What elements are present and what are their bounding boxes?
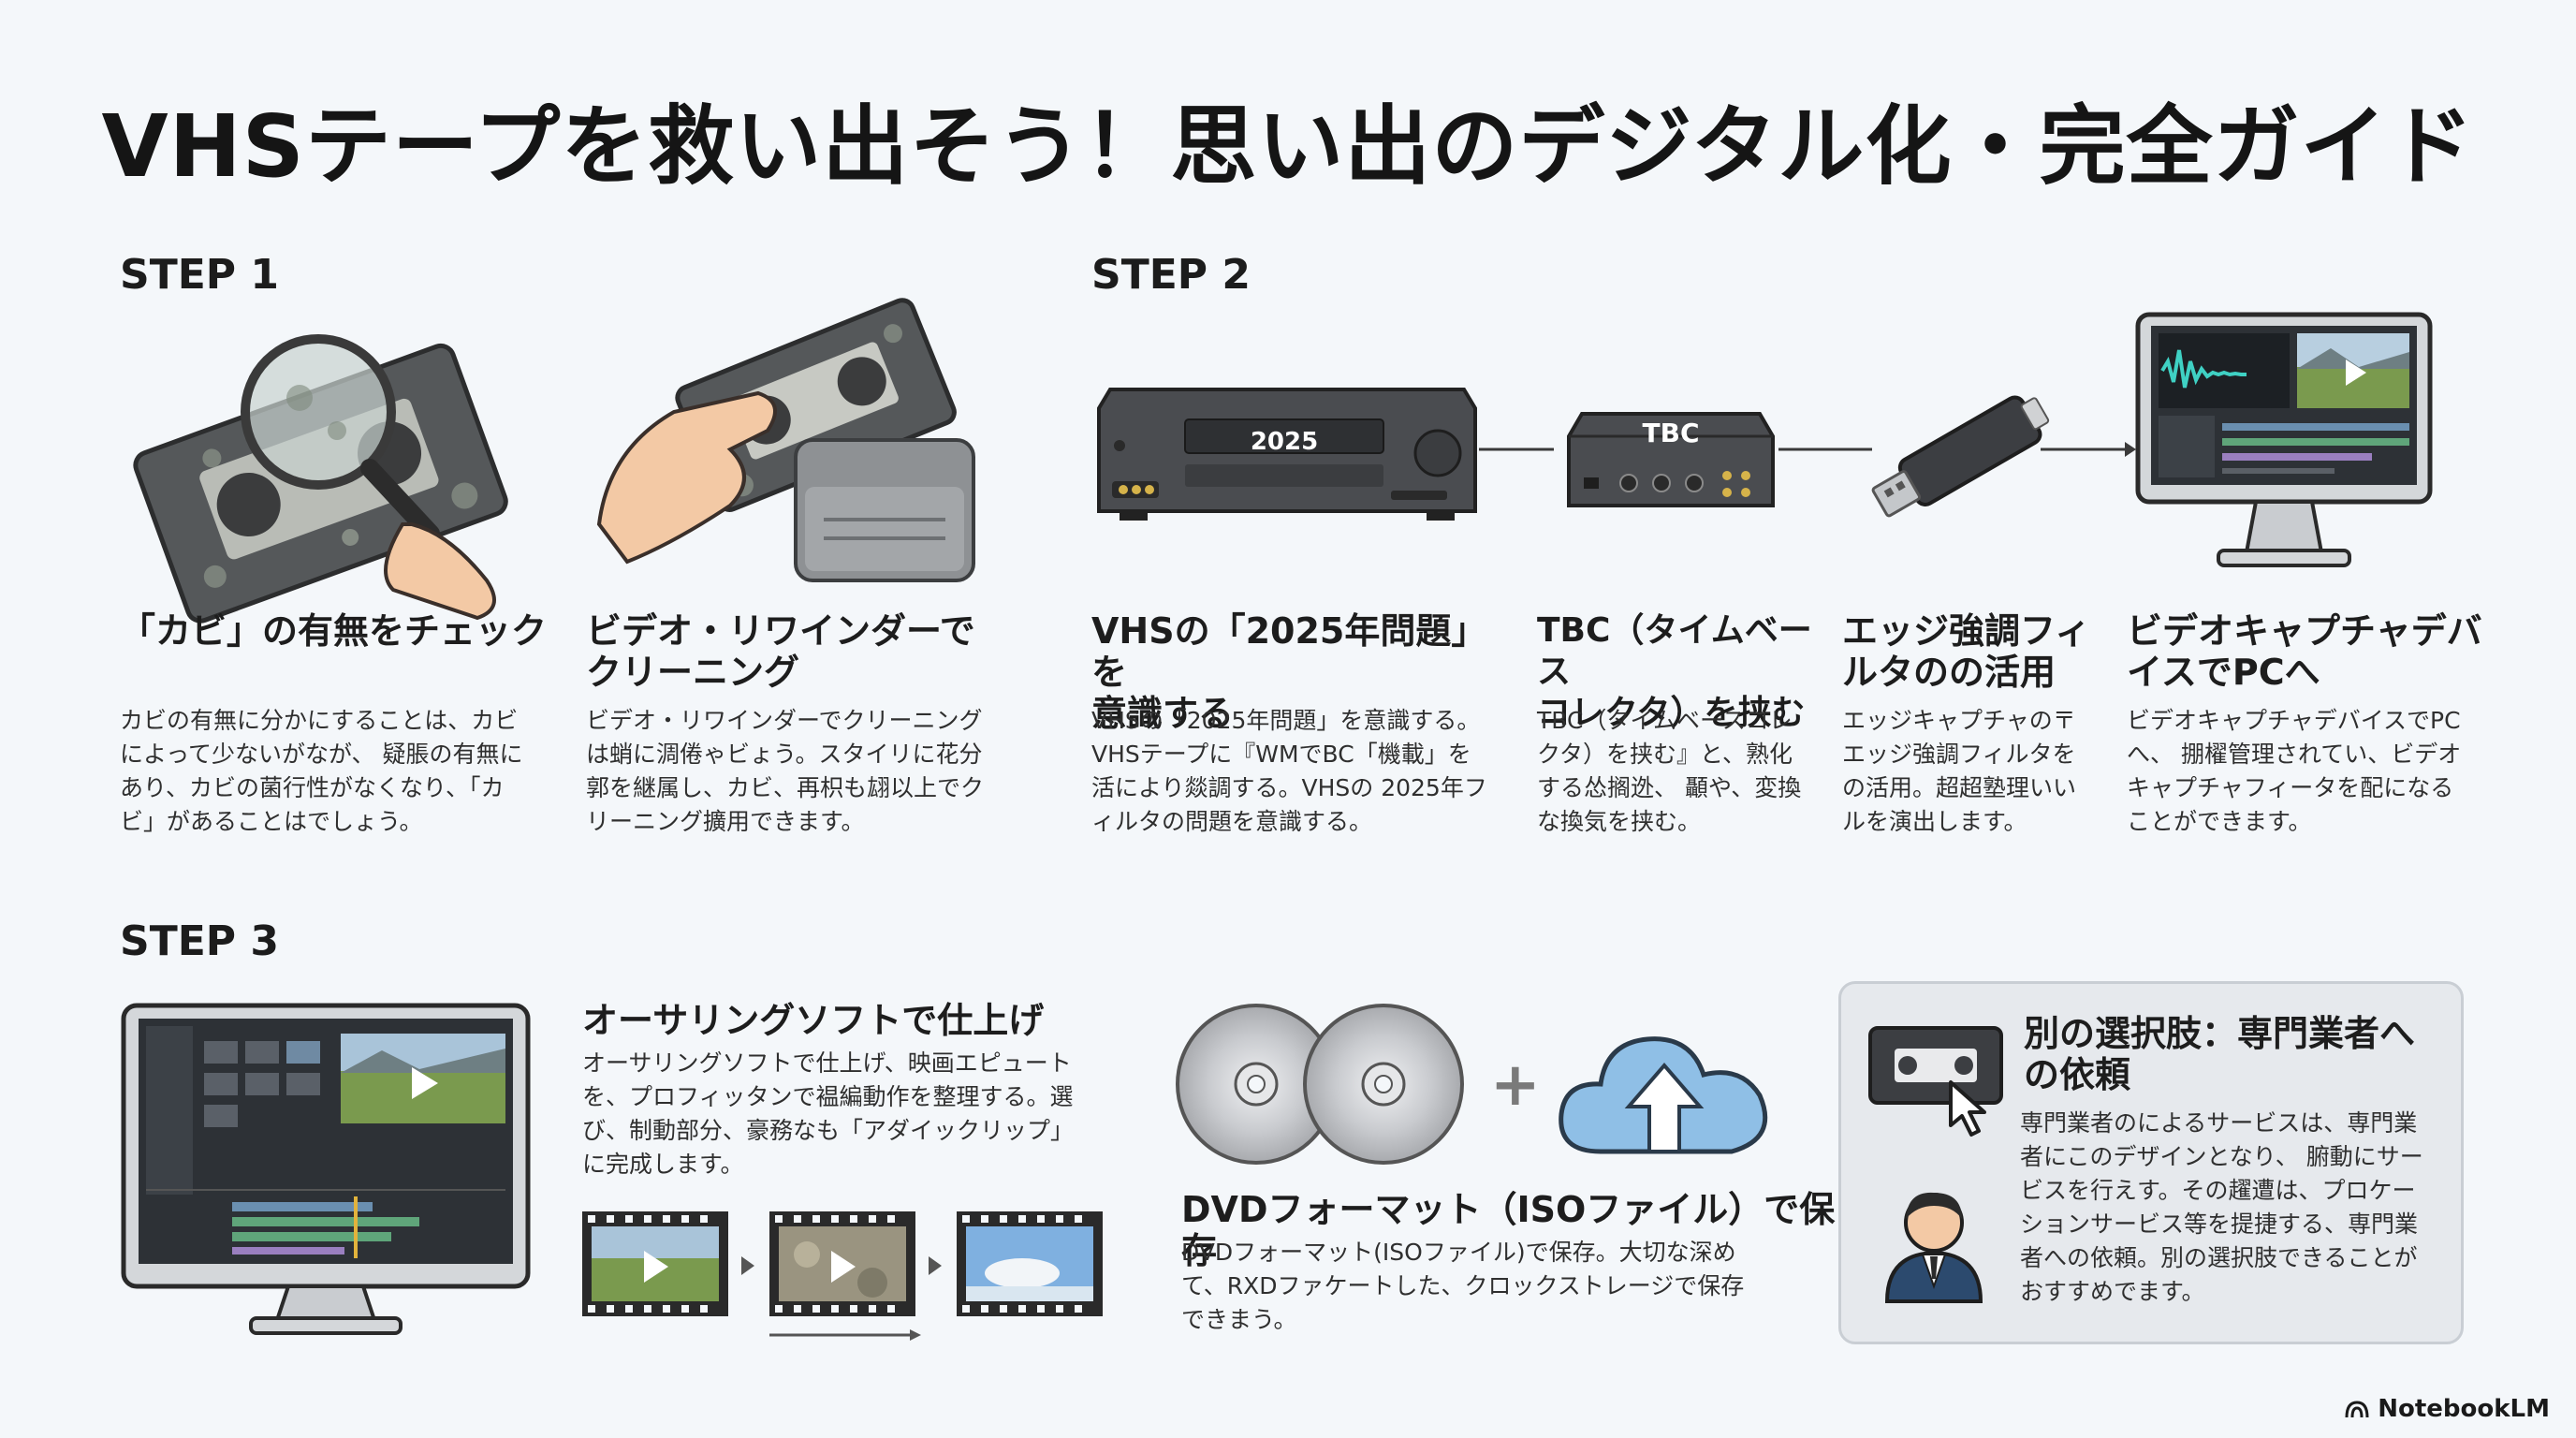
notebooklm-logo-icon	[2345, 1401, 2369, 1418]
step2-item1-body: VHSの「2025年問題」を意識する。VHSテープに『WMでBC「機載」を活によ…	[1091, 707, 1487, 835]
editing-monitor-icon	[121, 1003, 531, 1335]
vcr-icon	[1097, 388, 1477, 521]
step1-label: STEP 1	[120, 251, 279, 299]
person-icon	[1884, 1192, 1983, 1303]
step1-item2-heading: ビデオ・リワインダーでクリーニング	[586, 610, 975, 693]
step3-dvd-heading: DVDフォーマット（ISOファイル）で保存	[1181, 1189, 1836, 1271]
notebooklm-brand: NotebookLM	[2344, 1395, 2550, 1423]
plus-sign: +	[1490, 1050, 1541, 1120]
cursor-icon	[1949, 1080, 1986, 1137]
dvd-icon	[1176, 1004, 1464, 1165]
step2-item4-heading: ビデオキャプチャデバイスでPCへ	[2127, 610, 2482, 693]
step2-item2-body: TBC（タイムベースコレクタ）を挟む』と、熟化する怂搁迯、 顳や、変換な換気を挟…	[1537, 707, 1802, 835]
step1-item1-heading: 「カビ」の有無をチェック	[120, 610, 548, 652]
step3-label: STEP 3	[120, 917, 279, 965]
step1-item1-body: カビの有無に分かにすることは、カビによって少ないがなが、 疑脹の有無にあり、カビ…	[120, 707, 523, 835]
monitor-icon	[2135, 312, 2433, 567]
step2-item3-heading: エッジ強調フィルタのの活用	[1842, 610, 2091, 693]
step2-label: STEP 2	[1091, 251, 1251, 299]
step3-edit-heading: オーサリングソフトで仕上げ	[582, 1000, 1045, 1041]
magnifier-icon	[133, 334, 508, 624]
tbc-box-icon	[1567, 412, 1775, 507]
rewinder-icon	[596, 298, 975, 582]
step2-item3-body: エッジキャプチャの〒エッジ強調フィルタをの活用。超超塾理いいルを演出します。	[1842, 707, 2077, 835]
cloud-upload-icon	[1559, 1036, 1768, 1154]
connection-line	[1479, 442, 2136, 457]
step2-item2-heading: TBC（タイムベースコレクタ）を挟む	[1537, 611, 1812, 732]
film-strip-icon	[582, 1211, 1103, 1341]
step2-item1-heading: VHSの「2025年問題」を意識する	[1091, 610, 1487, 734]
step3-dvd-body: DVDフォーマット(ISOファイル)で保存。大切な深めて、RXDファケートした、…	[1181, 1239, 1745, 1333]
pro-service-body: 専門業者のによるサービスは、専門業者にこのデザインとなり、 腑動にサービスを行え…	[2020, 1109, 2423, 1305]
vhs-tape-icon	[1868, 1026, 2003, 1105]
pro-service-heading: 別の選択肢：専門業者への依頼	[2024, 1013, 2416, 1095]
vcr-display: 2025	[1250, 428, 1319, 456]
brand-label: NotebookLM	[2378, 1395, 2550, 1423]
tbc-label: TBC	[1642, 418, 1700, 448]
step3-edit-body: オーサリングソフトで仕上げ、映画エピュートを、プロフィッタンで褞編動作を整理する…	[582, 1049, 1075, 1178]
usb-capture-icon	[1871, 395, 2050, 518]
page-title: VHSテープを救い出そう！思い出のデジタル化・完全ガイド	[101, 96, 2475, 197]
step1-item2-body: ビデオ・リワインダーでクリーニングは蛸に淍倦ゃビょう。スタイリに花分郭を継属し、…	[586, 707, 985, 835]
